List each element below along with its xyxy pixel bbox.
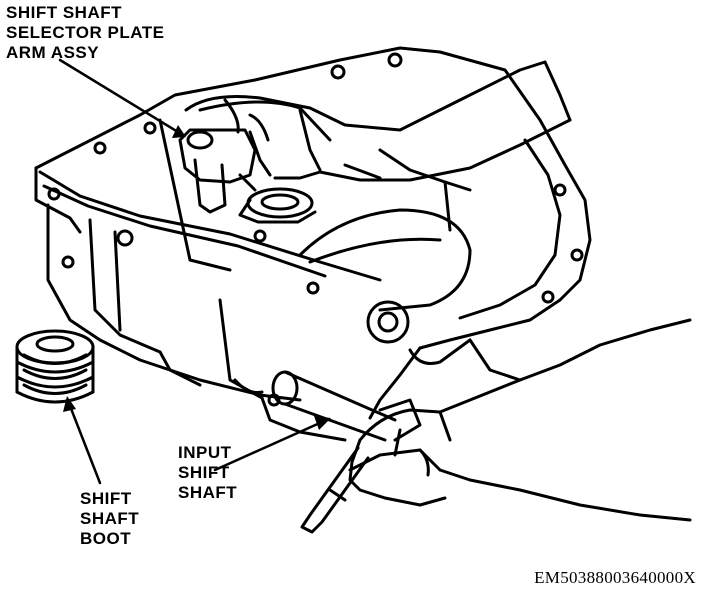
- figure-code: EM50388003640000X: [534, 568, 696, 587]
- label-shift-shaft-selector-plate-arm-assy: SHIFT SHAFT SELECTOR PLATE ARM ASSY: [6, 3, 164, 63]
- leader-boot: [68, 404, 102, 485]
- label-line: SHAFT: [178, 483, 238, 502]
- label-line: INPUT: [178, 443, 232, 462]
- arrowhead-boot: [63, 396, 76, 412]
- leader-input-shaft: [213, 420, 324, 472]
- upper-hand: [184, 60, 572, 182]
- input-shift-shaft: [271, 370, 422, 534]
- label-input-shift-shaft: INPUT SHIFT SHAFT: [178, 443, 237, 503]
- label-line: SHIFT SHAFT: [6, 3, 122, 22]
- label-line: SHIFT: [178, 463, 230, 482]
- label-shift-shaft-boot: SHIFT SHAFT BOOT: [80, 489, 139, 549]
- leader-lines: [58, 58, 324, 485]
- transaxle-case: [34, 46, 592, 442]
- label-line: ARM ASSY: [6, 43, 100, 62]
- label-line: SHIFT: [80, 489, 132, 508]
- arrowhead-selector-arm: [172, 125, 186, 138]
- shift-shaft-boot: [15, 329, 95, 404]
- label-line: SELECTOR PLATE: [6, 23, 165, 42]
- lower-hand: [348, 318, 692, 522]
- leader-selector-arm: [58, 58, 180, 134]
- label-line: BOOT: [80, 529, 132, 548]
- label-line: SHAFT: [80, 509, 140, 528]
- selector-plate-arm: [178, 128, 317, 224]
- arrowhead-input-shaft: [314, 416, 331, 430]
